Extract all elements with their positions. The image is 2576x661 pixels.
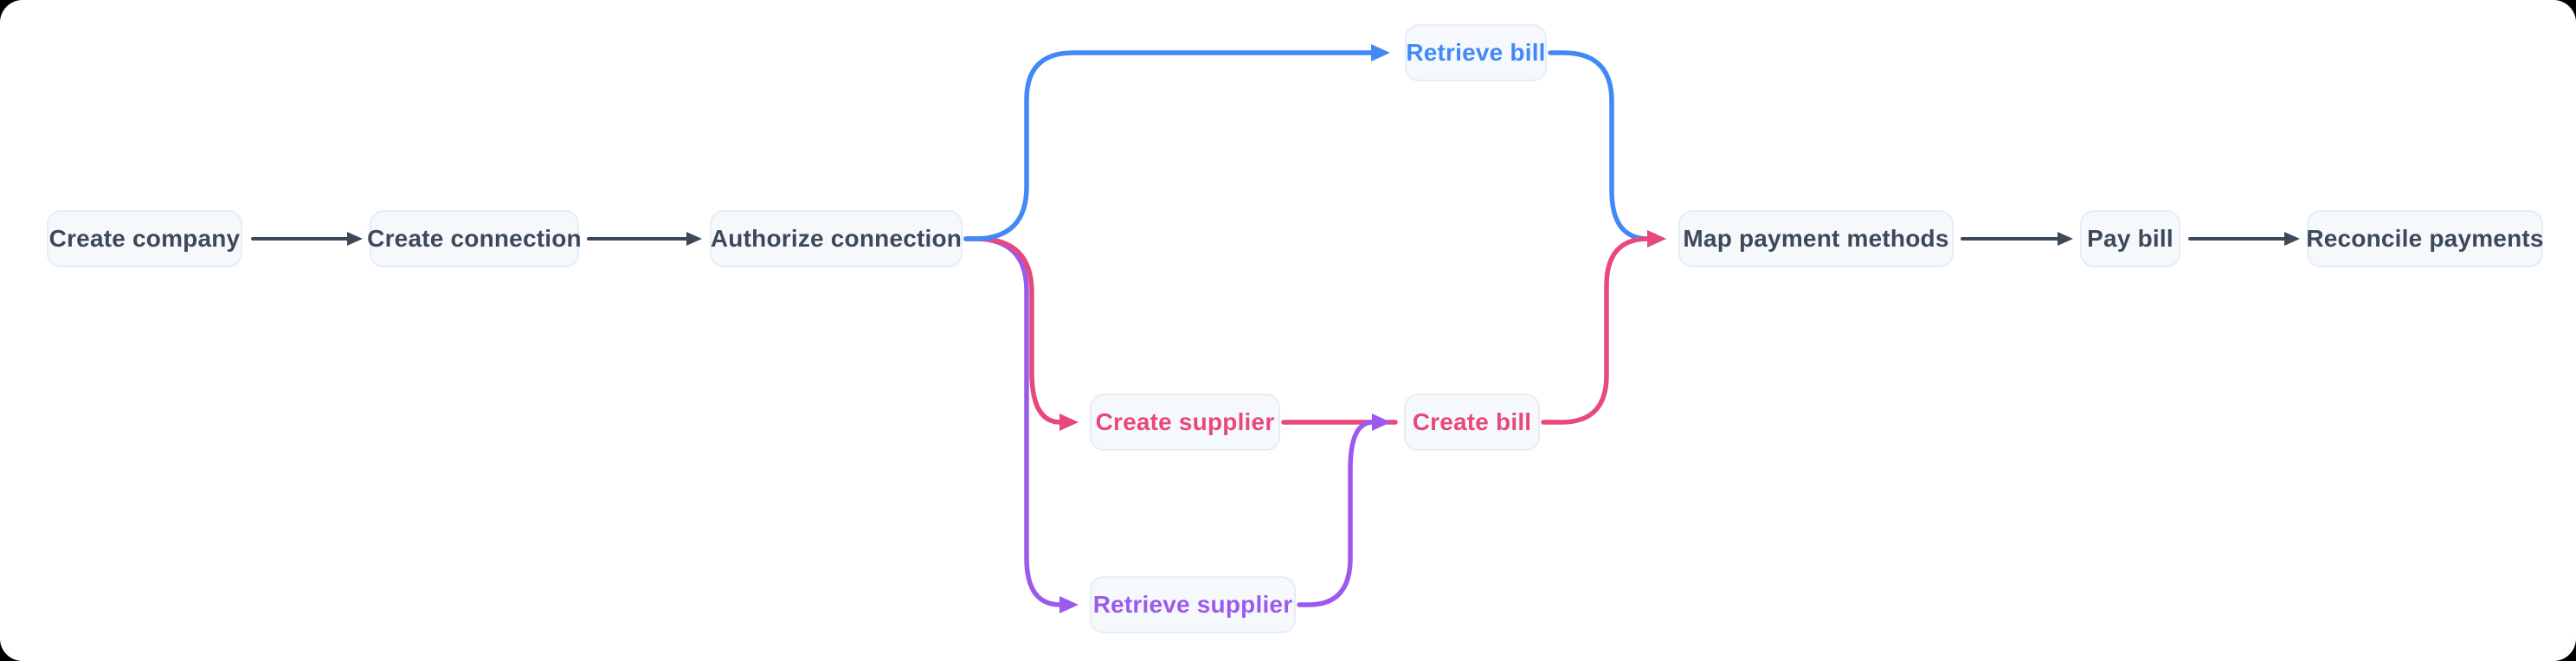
node-label: Reconcile payments: [2306, 225, 2544, 252]
edge-authorize-connection-to-create-supplier: [963, 236, 1079, 431]
edge-authorize-connection-to-retrieve-bill: [963, 44, 1390, 241]
node-authorize-connection[interactable]: Authorize connection: [710, 210, 963, 267]
node-label: Create company: [48, 225, 241, 252]
edge-retrieve-supplier-to-create-bill: [1297, 414, 1391, 607]
node-create-supplier[interactable]: Create supplier: [1090, 394, 1280, 451]
node-map-payment-methods[interactable]: Map payment methods: [1678, 210, 1954, 267]
node-retrieve-bill[interactable]: Retrieve bill: [1405, 24, 1547, 81]
node-label: Create supplier: [1095, 408, 1275, 435]
node-retrieve-supplier[interactable]: Retrieve supplier: [1090, 576, 1296, 633]
node-label: Authorize connection: [710, 225, 963, 252]
node-label: Retrieve supplier: [1092, 591, 1293, 618]
node-label: Create connection: [367, 225, 582, 252]
node-create-connection[interactable]: Create connection: [367, 210, 582, 267]
node-label: Retrieve bill: [1406, 39, 1546, 66]
node-pay-bill[interactable]: Pay bill: [2080, 210, 2180, 267]
node-label: Create bill: [1412, 408, 1532, 435]
node-label: Pay bill: [2087, 225, 2174, 252]
node-label: Map payment methods: [1683, 225, 1949, 252]
edge-create-bill-to-map-payment-methods: [1541, 230, 1666, 425]
node-reconcile-payments[interactable]: Reconcile payments: [2306, 210, 2544, 267]
edge-retrieve-bill-to-map-payment-methods: [1548, 50, 1666, 247]
node-create-company[interactable]: Create company: [47, 210, 242, 267]
edge-authorize-connection-to-retrieve-supplier: [963, 236, 1079, 613]
node-create-bill[interactable]: Create bill: [1404, 394, 1540, 451]
